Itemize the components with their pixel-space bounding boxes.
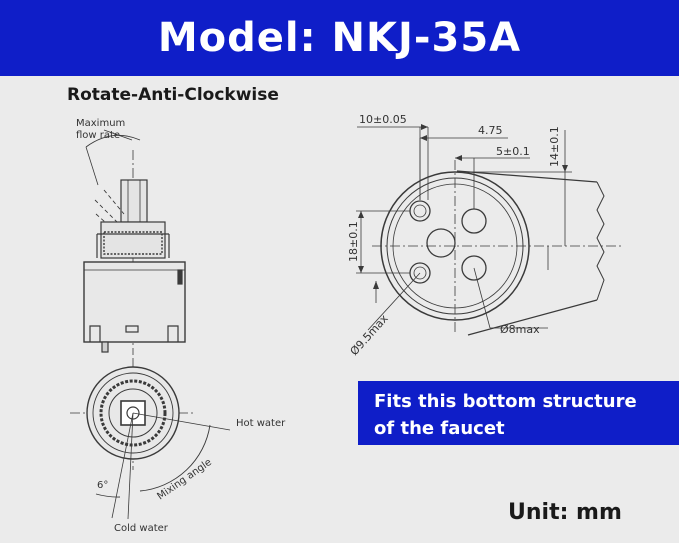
hole-top-left [409, 200, 431, 222]
spline-cap [100, 221, 166, 259]
label-hot-water: Hot water [236, 418, 286, 429]
dim-10: 10±0.05 [359, 113, 407, 126]
unit-label: Unit: mm [508, 500, 622, 525]
hole-center [426, 228, 456, 258]
cartridge-body [83, 261, 186, 343]
dim-4-75: 4.75 [478, 124, 503, 137]
label-angle: 6° [97, 480, 108, 491]
dim-9-5: Ø9.5max [348, 312, 392, 358]
dim-8: Ø8max [500, 323, 540, 336]
faucet-base-view [356, 126, 622, 336]
dim-14: 14±0.1 [548, 126, 561, 167]
label-max-flow-2: flow rate [76, 130, 120, 141]
dimension-arrows [358, 124, 568, 289]
header-banner: Model: NKJ-35A [0, 0, 679, 76]
callout-line-1: Fits this bottom structure [374, 391, 637, 412]
dim-5: 5±0.1 [496, 145, 530, 158]
stem [120, 179, 148, 223]
rotation-subtitle: Rotate-Anti-Clockwise [67, 85, 279, 105]
label-cold-water: Cold water [114, 523, 169, 534]
label-mixing-angle: Mixing angle [155, 457, 214, 503]
fit-callout: Fits this bottom structure of the faucet [358, 381, 679, 445]
label-max-flow-1: Maximum [76, 118, 125, 129]
callout-line-2: of the faucet [374, 418, 505, 439]
hole-right-bottom [461, 255, 487, 281]
dim-18: 18±0.1 [347, 221, 360, 262]
bottom-view [70, 358, 231, 520]
hole-right-top [461, 208, 487, 234]
side-view [83, 129, 186, 355]
model-title: Model: NKJ-35A [157, 15, 522, 61]
